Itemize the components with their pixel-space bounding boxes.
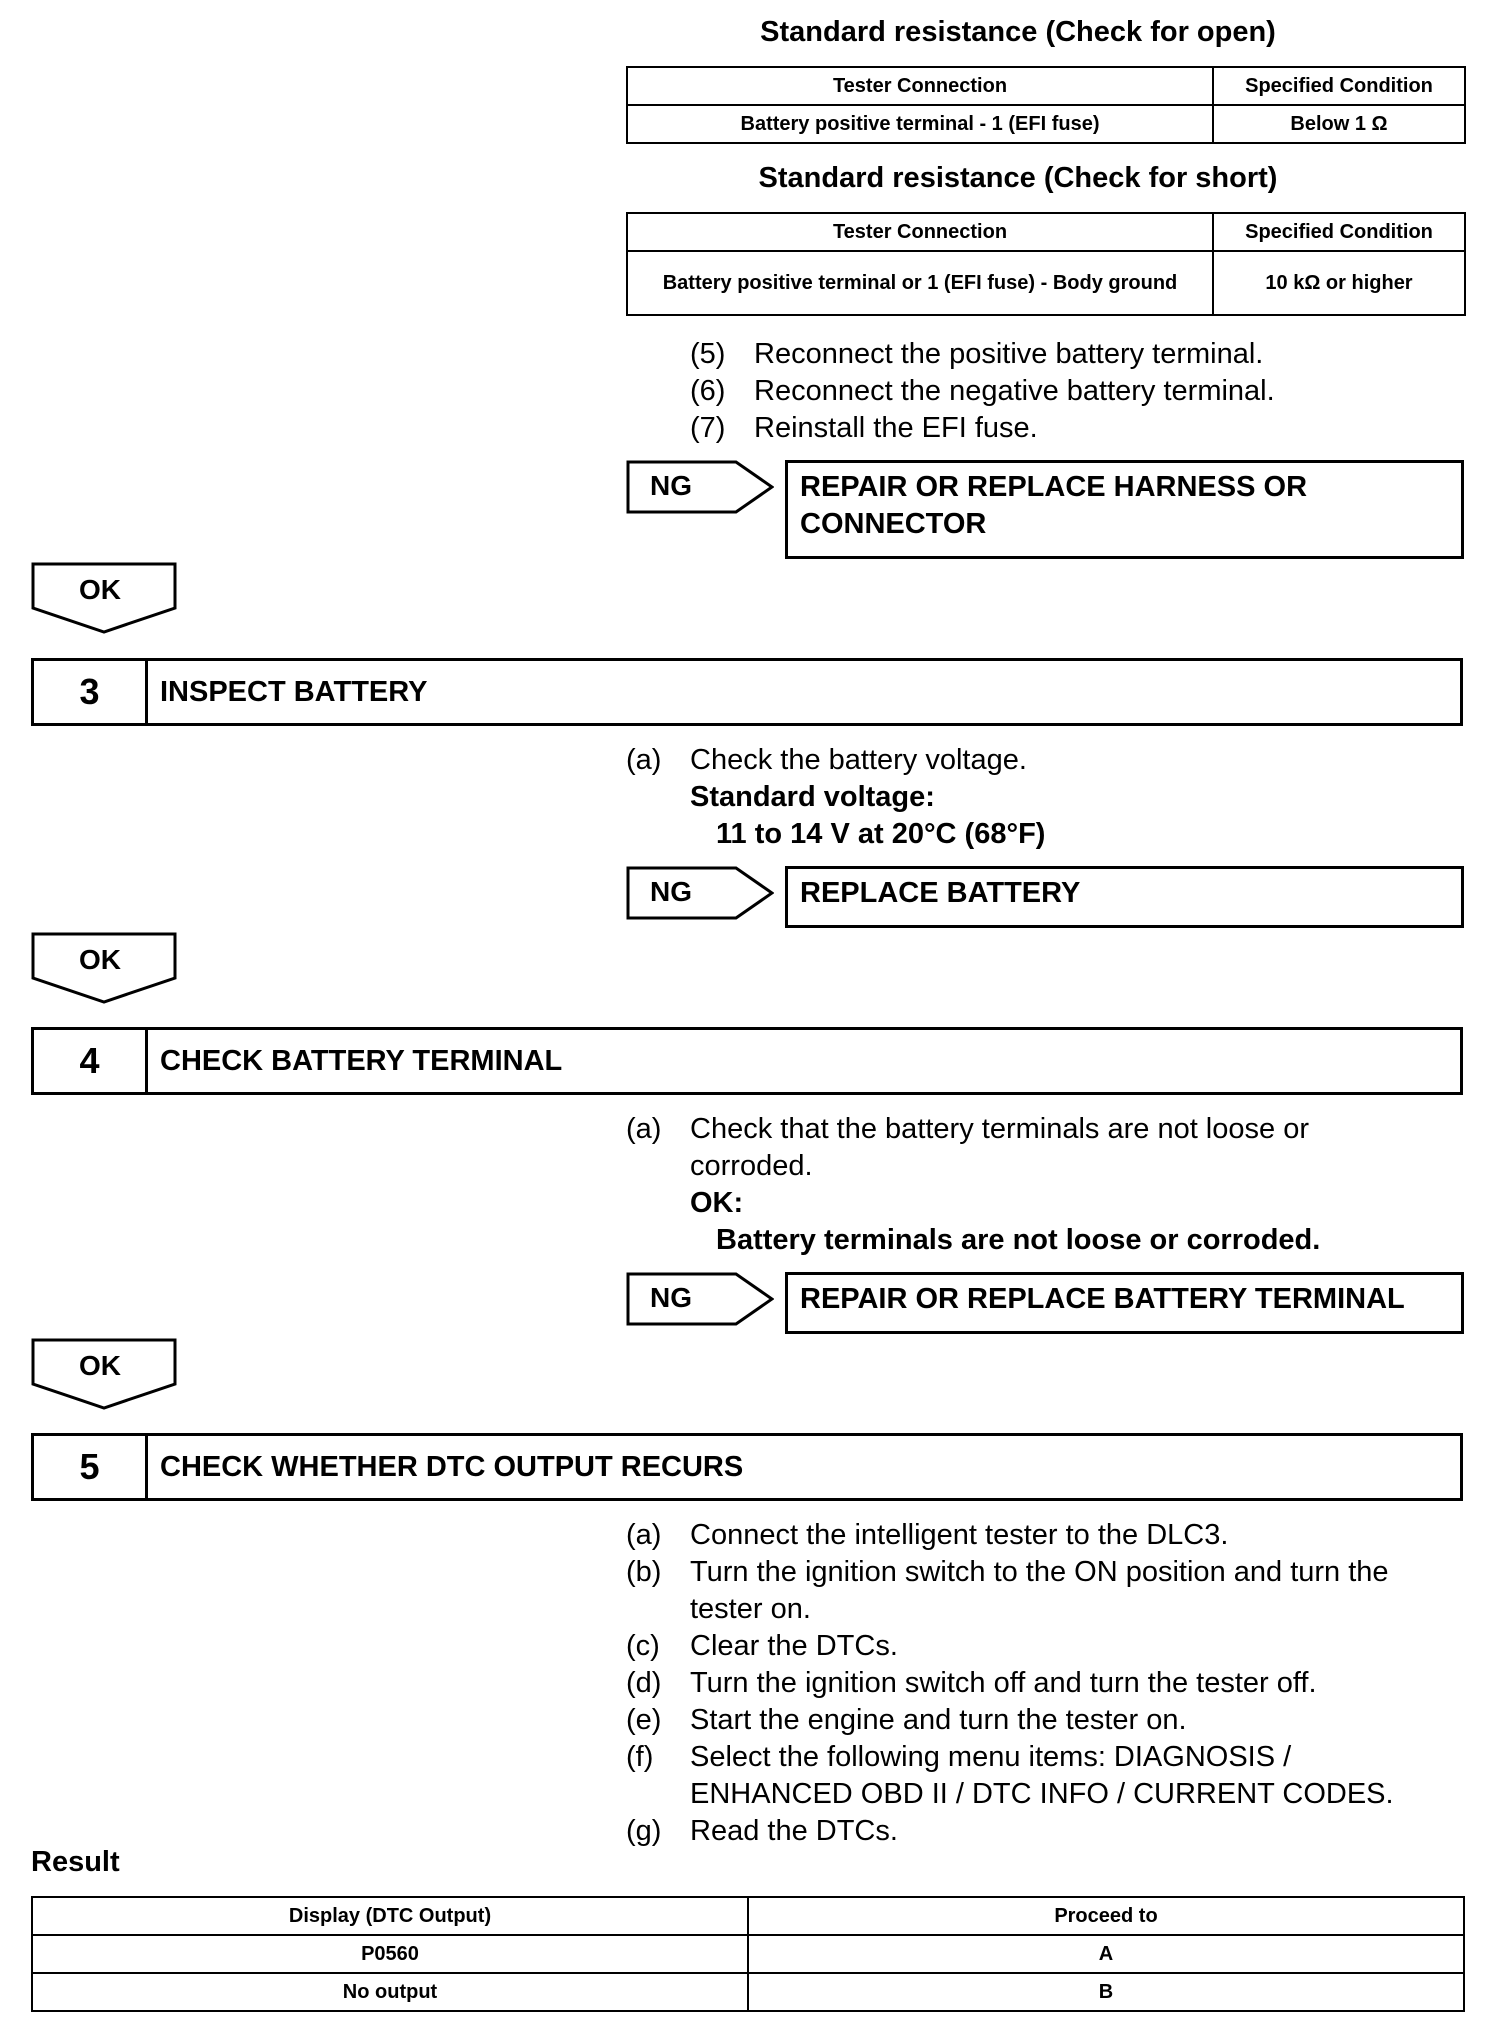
ng-action-step3: REPLACE BATTERY [785, 866, 1464, 928]
short-check-caption: Standard resistance (Check for short) [758, 162, 1278, 194]
ng-action-step4: REPAIR OR REPLACE BATTERY TERMINAL [785, 1272, 1464, 1334]
short-check-cell-connection: Battery positive terminal or 1 (EFI fuse… [626, 250, 1214, 316]
ng-arrow-step2: NG [626, 460, 775, 519]
result-cell-display: P0560 [31, 1934, 749, 1974]
step3-instructions: (a)Check the battery voltage. Standard v… [626, 742, 1456, 853]
step5-instructions: (a)Connect the intelligent tester to the… [626, 1517, 1446, 1850]
open-check-header-condition: Specified Condition [1212, 66, 1466, 106]
step4-spec-value: Battery terminals are not loose or corro… [716, 1224, 1321, 1256]
short-check-header-connection: Tester Connection [626, 212, 1214, 252]
open-check-table: Tester Connection Specified Condition Ba… [626, 66, 1466, 144]
list-item: (a)Connect the intelligent tester to the… [626, 1519, 1229, 1551]
short-check-cell-condition: 10 kΩ or higher [1212, 250, 1466, 316]
result-cell-proceed: B [747, 1972, 1465, 2012]
step4-spec-label: OK: [690, 1187, 744, 1219]
step4-instructions: (a)Check that the battery terminals are … [626, 1111, 1386, 1259]
list-item: (g)Read the DTCs. [626, 1815, 898, 1847]
step3-number: 3 [34, 661, 148, 723]
short-check-header-condition: Specified Condition [1212, 212, 1466, 252]
list-item: (b)Turn the ignition switch to the ON po… [626, 1556, 1389, 1625]
ng-action-step2: REPAIR OR REPLACE HARNESS OR CONNECTOR [785, 460, 1464, 559]
list-item: (c)Clear the DTCs. [626, 1630, 898, 1662]
result-header-display: Display (DTC Output) [31, 1896, 749, 1936]
step5-header: 5 CHECK WHETHER DTC OUTPUT RECURS [31, 1433, 1463, 1501]
list-item: (e)Start the engine and turn the tester … [626, 1704, 1187, 1736]
ok-arrow-step4: OK [31, 1338, 177, 1415]
table-row: Display (DTC Output) Proceed to [31, 1896, 1465, 1936]
result-heading: Result [31, 1846, 120, 1878]
step2-instructions: (5)Reconnect the positive battery termin… [690, 336, 1450, 447]
result-cell-proceed: A [747, 1934, 1465, 1974]
ok-arrow-step3: OK [31, 932, 177, 1009]
open-check-cell-condition: Below 1 Ω [1212, 104, 1466, 144]
list-item: (6)Reconnect the negative battery termin… [690, 375, 1275, 407]
list-item: (5)Reconnect the positive battery termin… [690, 338, 1264, 370]
step3-title: INSPECT BATTERY [160, 675, 428, 708]
step3-header: 3 INSPECT BATTERY [31, 658, 1463, 726]
ng-arrow-step3: NG [626, 866, 775, 925]
step4-header: 4 CHECK BATTERY TERMINAL [31, 1027, 1463, 1095]
result-table: Display (DTC Output) Proceed to P0560 A … [31, 1896, 1465, 2012]
short-check-table: Tester Connection Specified Condition Ba… [626, 212, 1466, 316]
list-item: (7)Reinstall the EFI fuse. [690, 412, 1038, 444]
list-item: (f)Select the following menu items: DIAG… [626, 1741, 1394, 1810]
ok-arrow-step2: OK [31, 562, 177, 639]
step4-title: CHECK BATTERY TERMINAL [160, 1044, 563, 1077]
step3-spec-value: 11 to 14 V at 20°C (68°F) [716, 818, 1046, 850]
list-item: (d)Turn the ignition switch off and turn… [626, 1667, 1317, 1699]
result-header-proceed: Proceed to [747, 1896, 1465, 1936]
open-check-cell-connection: Battery positive terminal - 1 (EFI fuse) [626, 104, 1214, 144]
table-row: No output B [31, 1972, 1465, 2012]
table-row: P0560 A [31, 1934, 1465, 1974]
step5-title: CHECK WHETHER DTC OUTPUT RECURS [160, 1450, 744, 1483]
result-cell-display: No output [31, 1972, 749, 2012]
step3-spec-label: Standard voltage: [690, 781, 935, 813]
step5-number: 5 [34, 1436, 148, 1498]
step4-number: 4 [34, 1030, 148, 1092]
open-check-caption: Standard resistance (Check for open) [760, 16, 1276, 48]
ng-arrow-step4: NG [626, 1272, 775, 1331]
open-check-header-connection: Tester Connection [626, 66, 1214, 106]
